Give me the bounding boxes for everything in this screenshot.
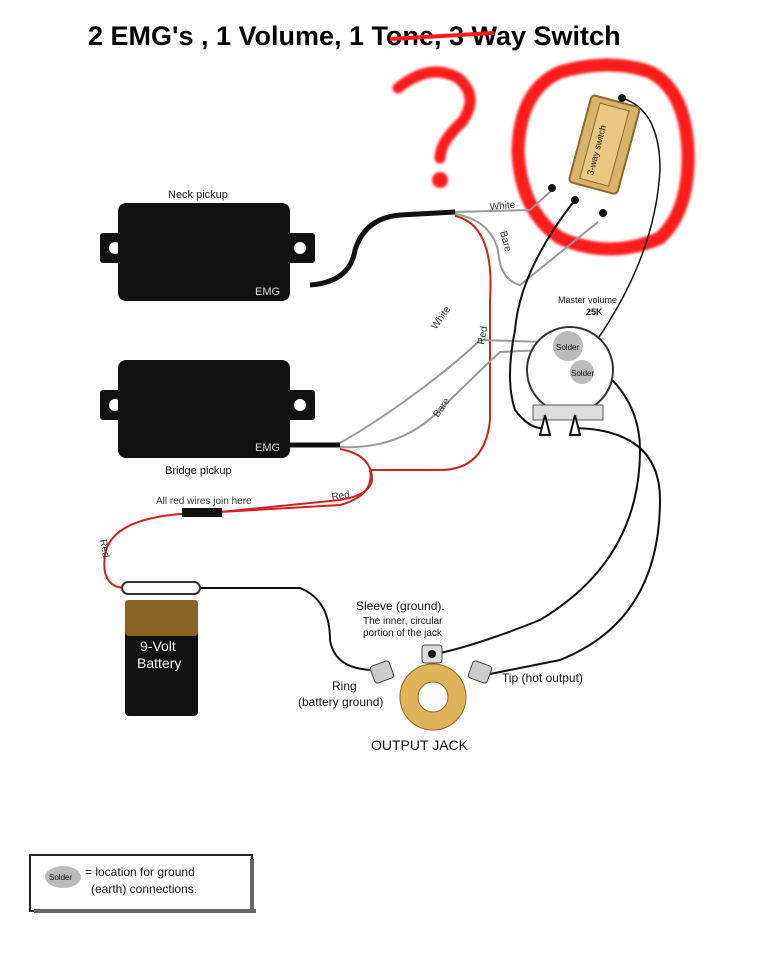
annotation-mark-text: ? [0, 0, 1, 1]
bridge-pickup: EMG [100, 360, 315, 458]
wire-label-white-top: White [489, 200, 516, 213]
title-part1: 2 EMG's , 1 Volume, [88, 21, 349, 51]
legend: Solder = location for ground (earth) con… [29, 854, 256, 913]
sleeve-line2: The inner, circular [363, 616, 443, 627]
battery-line2: Battery [137, 655, 181, 671]
battery-line1: 9-Volt [140, 638, 176, 654]
join-connector [182, 508, 222, 517]
volume-pot: Solder Solder [526, 326, 614, 436]
neck-brand: EMG [255, 286, 280, 298]
title: 2 EMG's , 1 Volume, 1 Tone, 3 Way Switch [88, 21, 621, 51]
wire-label-red-lower: Red [331, 490, 351, 503]
volume-label: Master volume [558, 295, 617, 305]
bridge-brand: EMG [255, 442, 280, 454]
legend-text2: (earth) connections. [91, 882, 197, 896]
three-way-switch: 3-way switch [548, 94, 641, 217]
wire-label-white-mid: White [429, 304, 453, 332]
output-jack [369, 644, 493, 731]
battery: 9-Volt Battery [121, 581, 201, 716]
ring-line1: Ring [332, 679, 357, 693]
jack-label: OUTPUT JACK [371, 737, 469, 753]
volume-solder-1: Solder [556, 343, 579, 352]
ring-line2: (battery ground) [298, 695, 383, 709]
sleeve-line3: portion of the jack [363, 628, 443, 639]
sleeve-line1: Sleeve (ground). [356, 599, 445, 613]
wires [103, 97, 662, 676]
strikethrough-line [389, 31, 495, 41]
volume-value: 25K [586, 307, 603, 317]
neck-pickup: EMG [100, 203, 315, 301]
tip-label: Tip (hot output) [502, 671, 583, 685]
legend-text1: = location for ground [85, 865, 195, 879]
wire-label-red-left: Red [97, 539, 111, 559]
join-note: All red wires join here [156, 496, 252, 507]
legend-chip: Solder [49, 873, 72, 882]
wire-label-red-mid: Red [476, 326, 490, 346]
neck-pickup-label: Neck pickup [168, 189, 228, 201]
bridge-pickup-label: Bridge pickup [165, 465, 232, 477]
wire-label-bare-top: Bare [497, 230, 513, 254]
switch-circle-annotation [511, 58, 695, 256]
volume-solder-2: Solder [571, 369, 594, 378]
question-mark-annotation [392, 66, 476, 188]
